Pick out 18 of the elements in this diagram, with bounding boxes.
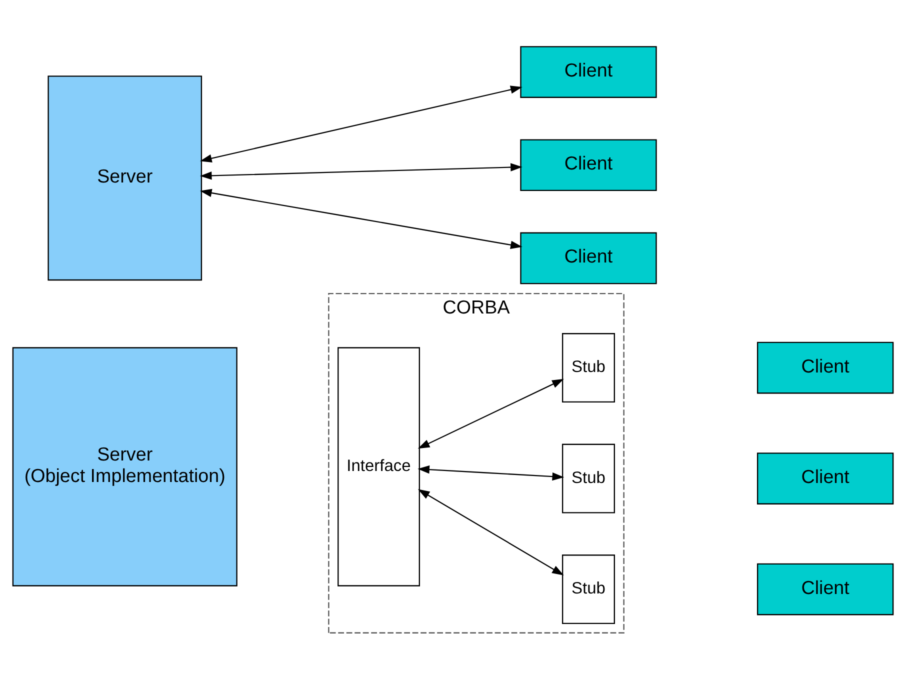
arrow xyxy=(418,464,564,480)
node-box: Client xyxy=(756,562,894,615)
node-box: Client xyxy=(756,452,894,504)
arrow xyxy=(418,488,564,575)
arrow xyxy=(200,85,522,162)
node-box: Client xyxy=(520,232,657,284)
arrow xyxy=(200,162,522,180)
arrow xyxy=(200,188,522,248)
node-box: Stub xyxy=(562,332,615,402)
arrow xyxy=(418,378,564,448)
node-box: Server xyxy=(48,75,202,280)
node-box: Client xyxy=(520,46,657,98)
node-box: Client xyxy=(756,341,894,394)
node-box: Server (Object Implementation) xyxy=(12,346,238,586)
node-box: Stub xyxy=(562,554,615,624)
node-box: Client xyxy=(520,138,657,191)
node-box: Stub xyxy=(562,443,615,513)
node-box: Interface xyxy=(338,346,420,586)
